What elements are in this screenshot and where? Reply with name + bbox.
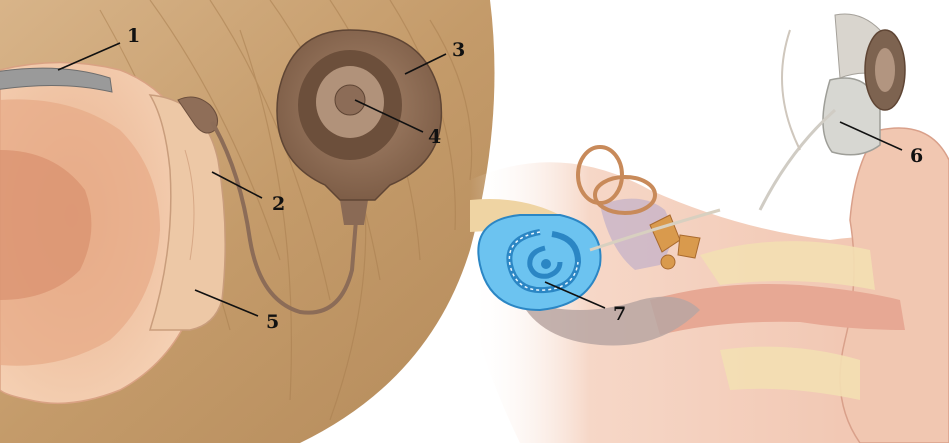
label-3: 3 xyxy=(452,39,465,61)
label-7: 7 xyxy=(613,303,626,325)
label-6: 6 xyxy=(910,145,923,167)
label-2: 2 xyxy=(272,193,285,215)
cochlea xyxy=(478,215,600,310)
cable-plug xyxy=(340,200,368,225)
label-5: 5 xyxy=(266,311,279,333)
label-4: 4 xyxy=(428,126,441,148)
label-1: 1 xyxy=(127,25,140,47)
ear-cross-section xyxy=(470,14,949,443)
coil-magnet xyxy=(335,85,365,115)
